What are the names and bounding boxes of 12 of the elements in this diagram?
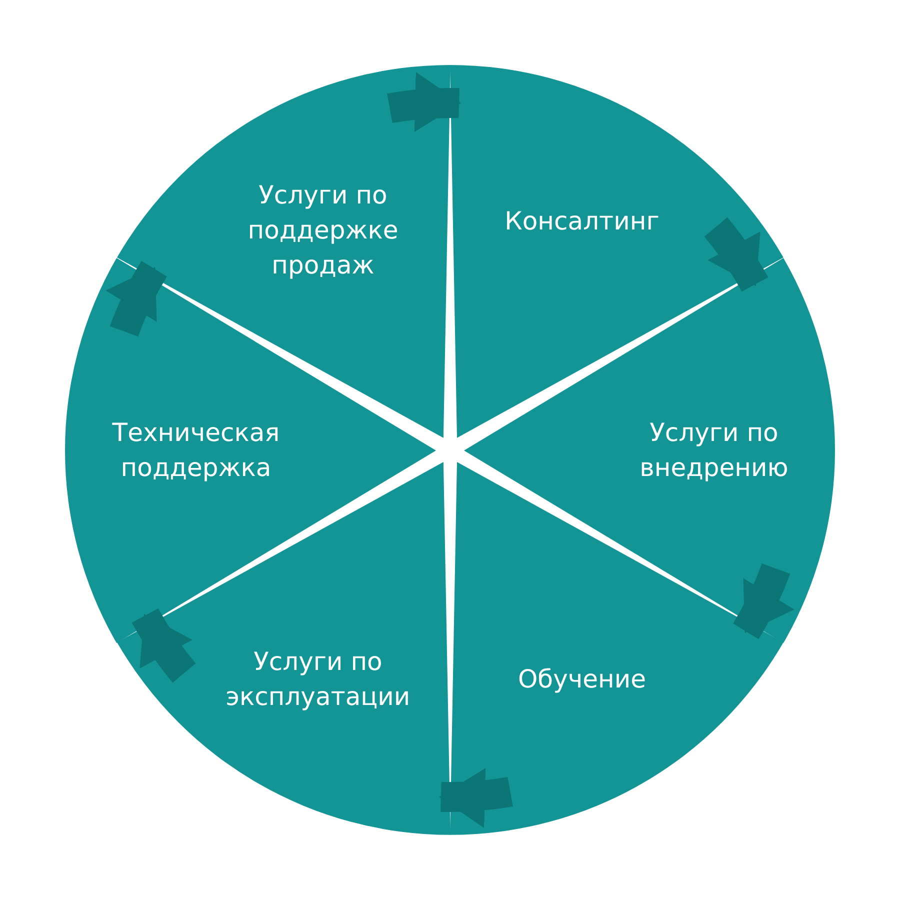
segment-label: Обучение [516,663,647,696]
cycle-arrow [388,73,462,134]
segment-label: Услуги по внедрению [638,417,790,484]
segment-label: Услуги по эксплуатации [224,646,412,713]
cycle-arrow [132,608,196,682]
segment-label: Техническая поддержка [111,417,281,484]
segment-label: Консалтинг [504,206,660,238]
cycle-arrow [732,563,794,639]
cycle-arrow [438,766,512,827]
cycle-arrow [106,261,168,337]
cycle-arrow [704,218,768,292]
segment-label: Услуги по поддержке продаж [246,180,400,282]
